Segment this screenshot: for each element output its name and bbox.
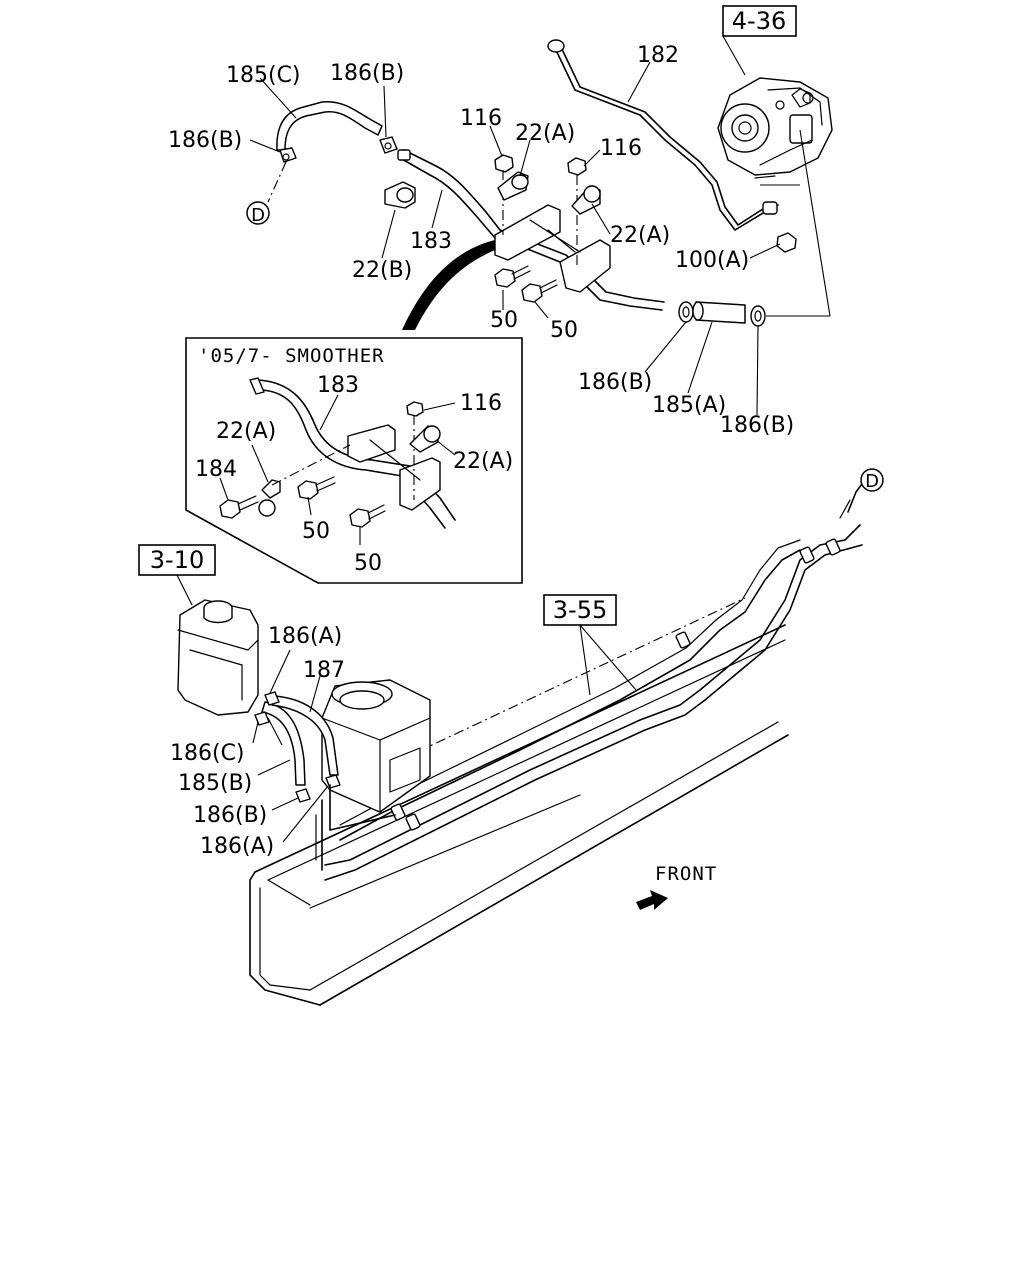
label-187: 187 (303, 658, 345, 683)
hose-185c[interactable] (276, 100, 383, 151)
banjo-bolt-100a[interactable] (776, 232, 797, 253)
label-22a-a: 22(A) (515, 121, 575, 146)
label-22b: 22(B) (352, 258, 412, 283)
clamp-186b-low[interactable] (295, 788, 311, 803)
label-186b-left: 186(B) (168, 128, 242, 153)
label-100a: 100(A) (675, 248, 749, 273)
steering-gear-box (321, 679, 431, 813)
clip-22b[interactable] (384, 181, 416, 209)
label-186c: 186(C) (170, 741, 245, 766)
hose-185a[interactable] (692, 301, 746, 324)
label-185a: 185(A) (652, 393, 726, 418)
nut-116-a[interactable] (494, 154, 514, 173)
label-116-b: 116 (600, 136, 642, 161)
ref-4-36-label: 4-36 (732, 7, 786, 35)
clamp-186c[interactable] (254, 711, 270, 726)
reservoir-tank (177, 599, 259, 716)
inset-label-183: 183 (317, 373, 359, 398)
clamp-186b-left[interactable] (279, 147, 297, 163)
front-label: FRONT (655, 863, 717, 885)
inset-label-22a-left: 22(A) (216, 419, 276, 444)
nut-116-b[interactable] (567, 157, 587, 176)
inset-label-50-b: 50 (354, 551, 382, 576)
connector-d-top-label: D (251, 205, 265, 226)
label-183: 183 (410, 229, 452, 254)
ref-3-55-label: 3-55 (553, 596, 607, 624)
callout-arrow (402, 240, 495, 330)
clamp-186b-top[interactable] (379, 136, 398, 154)
label-186b-right: 186(B) (720, 413, 794, 438)
label-185c: 185(C) (226, 63, 301, 88)
label-185b: 185(B) (178, 771, 252, 796)
inset-label-184: 184 (195, 457, 237, 482)
clamp-186b-right[interactable] (750, 305, 766, 327)
front-arrow-icon (636, 890, 668, 910)
label-186a-low: 186(A) (200, 834, 274, 859)
clip-22a-a[interactable] (497, 171, 529, 201)
bolt-50-b[interactable] (521, 279, 558, 303)
ref-box-4-36[interactable]: 4-36 (722, 5, 797, 37)
connector-d-right-label: D (865, 471, 879, 492)
clamp-186a-top[interactable] (264, 691, 280, 706)
label-116-a: 116 (460, 106, 502, 131)
label-50-b: 50 (550, 318, 578, 343)
clamp-186b-mid[interactable] (678, 301, 694, 323)
pipes-3-55 (324, 483, 863, 881)
power-steering-pump (717, 77, 833, 179)
label-186b-top: 186(B) (330, 61, 404, 86)
bracket (494, 204, 611, 293)
connector-d-top[interactable]: D (246, 201, 270, 226)
inset-label-116: 116 (460, 391, 502, 416)
label-50-a: 50 (490, 308, 518, 333)
label-182: 182 (637, 43, 679, 68)
label-22a-b: 22(A) (610, 223, 670, 248)
clip-22a-b[interactable] (571, 185, 601, 215)
hose-185b[interactable] (261, 701, 306, 786)
inset-title: '05/7- SMOOTHER (198, 345, 385, 367)
label-186b-low: 186(B) (193, 803, 267, 828)
label-186a-top: 186(A) (268, 624, 342, 649)
ref-3-10-label: 3-10 (150, 546, 204, 574)
inset-smoother: '05/7- SMOOTHER 183 116 22(A) 22(A) 184 (185, 337, 523, 584)
frame-rail (249, 624, 789, 1006)
inset-label-50-a: 50 (302, 519, 330, 544)
pressure-pipe-182[interactable] (547, 39, 779, 231)
ref-box-3-55[interactable]: 3-55 (543, 594, 617, 626)
inset-label-22a-right: 22(A) (453, 449, 513, 474)
ref-box-3-10[interactable]: 3-10 (138, 544, 216, 576)
bolt-50-a[interactable] (494, 265, 531, 288)
connector-d-right[interactable]: D (860, 468, 884, 492)
label-186b-mid: 186(B) (578, 370, 652, 395)
hose-187[interactable] (271, 695, 339, 776)
